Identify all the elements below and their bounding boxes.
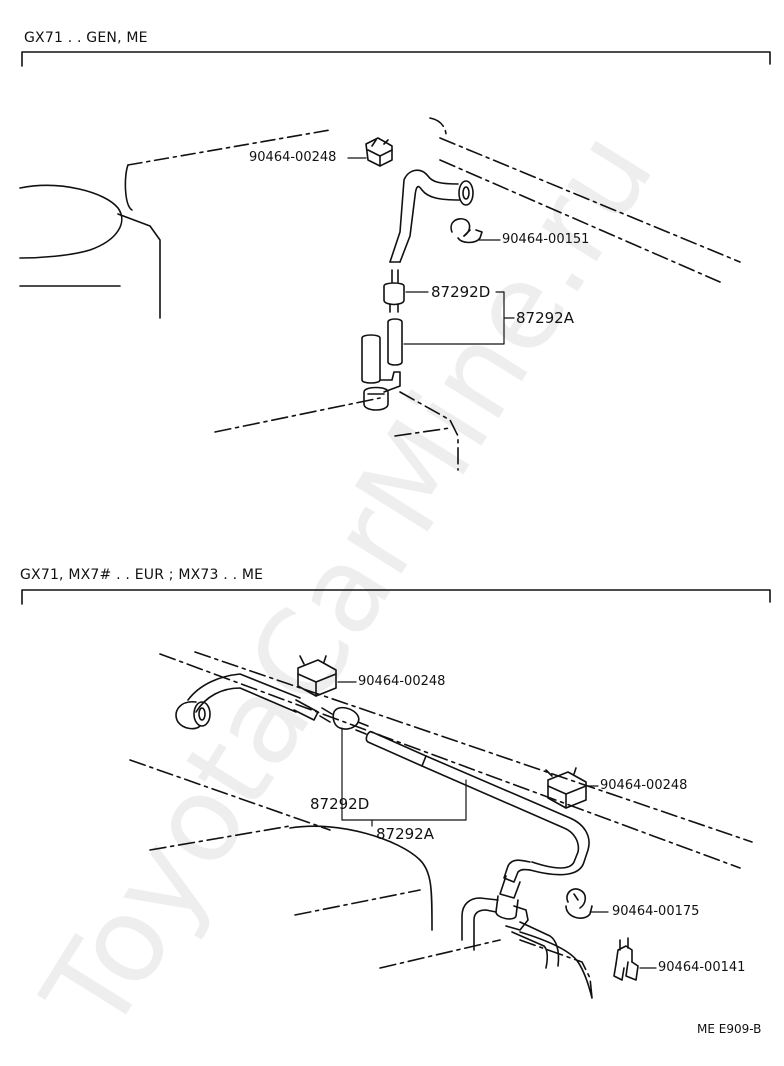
section1-fuel-tank [19, 129, 331, 319]
part-label-87292A-2: 87292A [376, 825, 434, 843]
section2-frame [21, 589, 771, 605]
section2-body-lines [129, 651, 753, 999]
section1-tube [387, 318, 403, 366]
section2-title: GX71, MX7# . . EUR ; MX73 . . ME [20, 567, 264, 583]
section2-fuel-tank [289, 825, 593, 999]
section2-tube [365, 730, 590, 876]
part-label-90464-00248: 90464-00248 [249, 150, 337, 165]
section1-title: GX71 . . GEN, ME [24, 30, 148, 46]
section2-clip-00248-a [297, 655, 337, 697]
section1-canister [361, 334, 401, 411]
section1-clip-00248 [365, 137, 393, 167]
part-label-87292D: 87292D [431, 283, 491, 301]
part-label-90464-00175: 90464-00175 [612, 904, 700, 919]
section2-leaders [337, 681, 657, 969]
diagram-code: ME E909-B [697, 1022, 762, 1036]
section1-valve [383, 269, 405, 313]
section2-grommet [175, 673, 319, 730]
part-label-87292D-2: 87292D [310, 795, 370, 813]
section2-clip-00248-b [545, 767, 587, 809]
part-label-90464-00141: 90464-00141 [658, 960, 746, 975]
section2-clip-00141 [613, 937, 639, 981]
part-label-90464-00248-b: 90464-00248 [600, 778, 688, 793]
section1-frame [21, 51, 771, 67]
section2-valve [319, 706, 369, 735]
section1-body-lines [214, 117, 741, 471]
section1-leaders [347, 157, 515, 345]
section2-clip-00175 [565, 888, 593, 919]
section1-clip-00151 [450, 217, 483, 244]
section2-junction [461, 859, 560, 969]
part-label-90464-00151: 90464-00151 [502, 232, 590, 247]
part-label-87292A: 87292A [516, 309, 574, 327]
part-label-90464-00248-a: 90464-00248 [358, 674, 446, 689]
section1-hose [389, 169, 474, 263]
